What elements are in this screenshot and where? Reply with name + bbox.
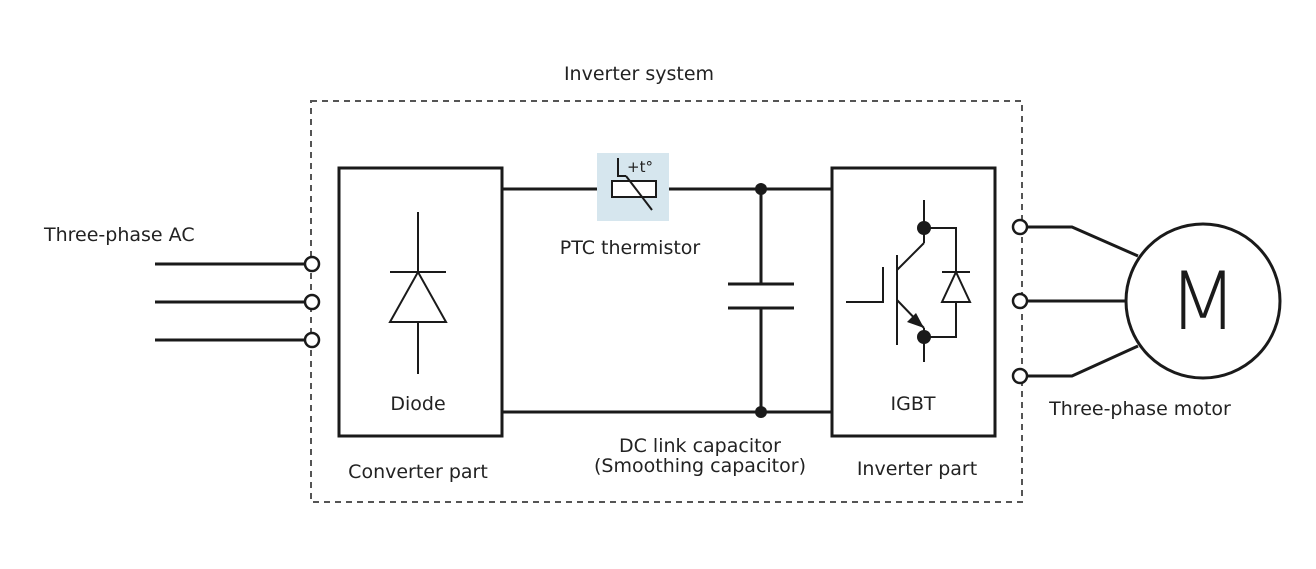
three-phase-motor-label: Three-phase motor <box>1048 398 1231 420</box>
motor-wires <box>1027 225 1139 378</box>
motor-icon <box>1124 222 1282 380</box>
motor-symbol: M <box>1168 255 1237 348</box>
igbt-label: IGBT <box>891 393 936 415</box>
dc-link-capacitor-icon <box>728 183 794 418</box>
converter-part-label: Converter part <box>348 461 488 483</box>
inverter-part-label: Inverter part <box>857 458 977 480</box>
igbt-icon <box>846 200 972 362</box>
ptc-thermistor-icon <box>611 158 657 211</box>
thermistor-symbol-label: +t° <box>627 158 653 176</box>
diode-icon <box>388 212 448 374</box>
dc-bus-wires <box>502 187 832 414</box>
diode-label: Diode <box>390 393 445 415</box>
ptc-thermistor-label: PTC thermistor <box>560 237 701 259</box>
output-terminals <box>1011 218 1029 385</box>
ac-input-wires <box>155 262 305 342</box>
inverter-system-boundary <box>310 100 1023 503</box>
three-phase-ac-label: Three-phase AC <box>43 224 195 246</box>
smoothing-capacitor-label: (Smoothing capacitor) <box>594 455 806 477</box>
dc-link-capacitor-label: DC link capacitor <box>619 435 781 457</box>
ac-input-terminals <box>303 255 321 349</box>
inverter-system-label: Inverter system <box>564 63 714 85</box>
